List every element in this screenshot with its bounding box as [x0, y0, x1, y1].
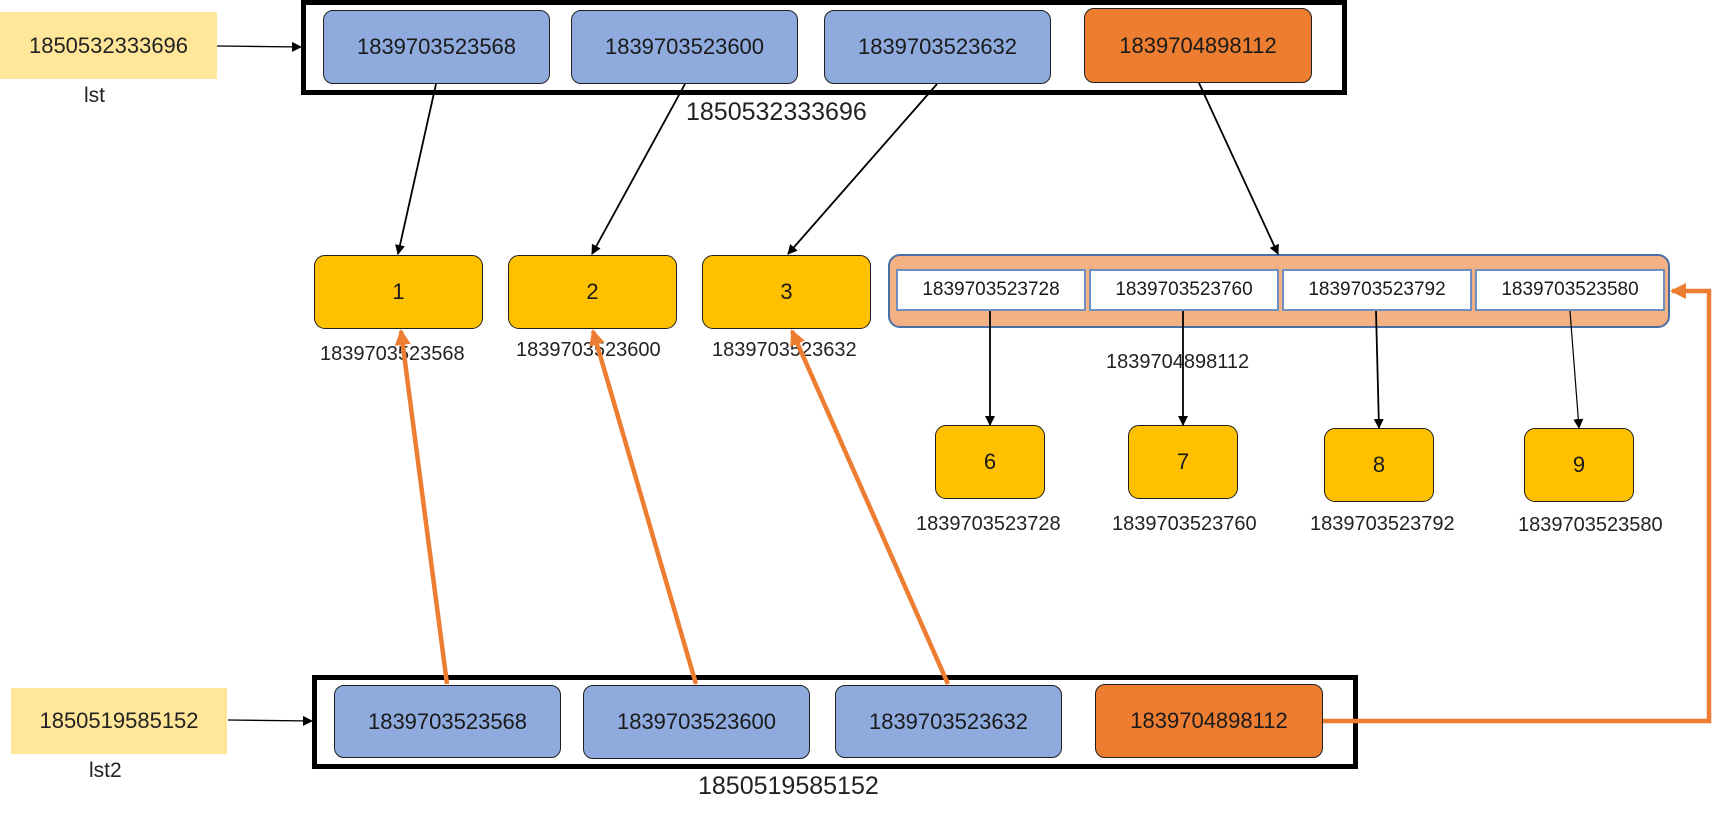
- int-object-3-address: 1839703523632: [712, 339, 857, 361]
- inner-slot-3-arrow: [1569, 310, 1584, 429]
- int-object-7-address: 1839703523760: [1112, 513, 1257, 535]
- int-object-9: 9: [1524, 428, 1634, 502]
- lst-cell-2: 1839703523632: [824, 10, 1051, 84]
- lst-cell-2-arrow: [787, 83, 938, 255]
- lst-cell-0: 1839703523568: [323, 10, 550, 84]
- lst-list-frame: [301, 0, 1347, 95]
- int-object-1: 1: [314, 255, 483, 329]
- lst-cell-1: 1839703523600: [571, 10, 798, 84]
- int-object-8: 8: [1324, 428, 1434, 502]
- inner-list-slot-1: 1839703523760: [1089, 269, 1279, 311]
- lst-list-address: 1850532333696: [686, 98, 867, 126]
- inner-list-slot-3: 1839703523580: [1475, 269, 1665, 311]
- inner-list-slot-0: 1839703523728: [896, 269, 1086, 311]
- lst2-variable-name: lst2: [89, 759, 122, 782]
- lst-cell-0-arrow: [395, 83, 437, 255]
- int-object-8-address: 1839703523792: [1310, 513, 1455, 535]
- lst2-cell-0-arrow: [394, 329, 450, 685]
- lst2-var-arrow: [227, 715, 313, 726]
- lst2-cell-2-arrow: [789, 329, 951, 685]
- lst2-cell-1: 1839703523600: [583, 685, 810, 759]
- int-object-9-address: 1839703523580: [1518, 514, 1663, 536]
- lst-variable-box: 1850532333696: [0, 12, 217, 79]
- lst2-cell-2: 1839703523632: [835, 685, 1062, 758]
- lst2-list-address: 1850519585152: [698, 772, 879, 800]
- int-object-2: 2: [508, 255, 677, 329]
- int-object-6: 6: [935, 425, 1045, 499]
- int-object-3: 3: [702, 255, 871, 329]
- int-object-7: 7: [1128, 425, 1238, 499]
- lst2-cell-3: 1839704898112: [1095, 684, 1323, 758]
- inner-slot-2-arrow: [1373, 310, 1384, 429]
- lst-cell-3-arrow: [1198, 82, 1279, 255]
- int-object-1-address: 1839703523568: [320, 343, 465, 365]
- lst2-cell-3-arrow: [1323, 283, 1712, 724]
- inner-list-address: 1839704898112: [1106, 351, 1250, 373]
- lst-cell-3: 1839704898112: [1084, 8, 1312, 83]
- lst-var-arrow: [216, 41, 302, 52]
- lst-cell-1-arrow: [591, 83, 686, 255]
- inner-list-slot-2: 1839703523792: [1282, 269, 1472, 311]
- lst2-variable-box: 1850519585152: [11, 688, 227, 754]
- int-object-6-address: 1839703523728: [916, 513, 1061, 535]
- lst2-cell-1-arrow: [589, 329, 699, 685]
- lst-variable-name: lst: [84, 84, 105, 107]
- int-object-2-address: 1839703523600: [516, 339, 661, 361]
- lst2-cell-0: 1839703523568: [334, 685, 561, 758]
